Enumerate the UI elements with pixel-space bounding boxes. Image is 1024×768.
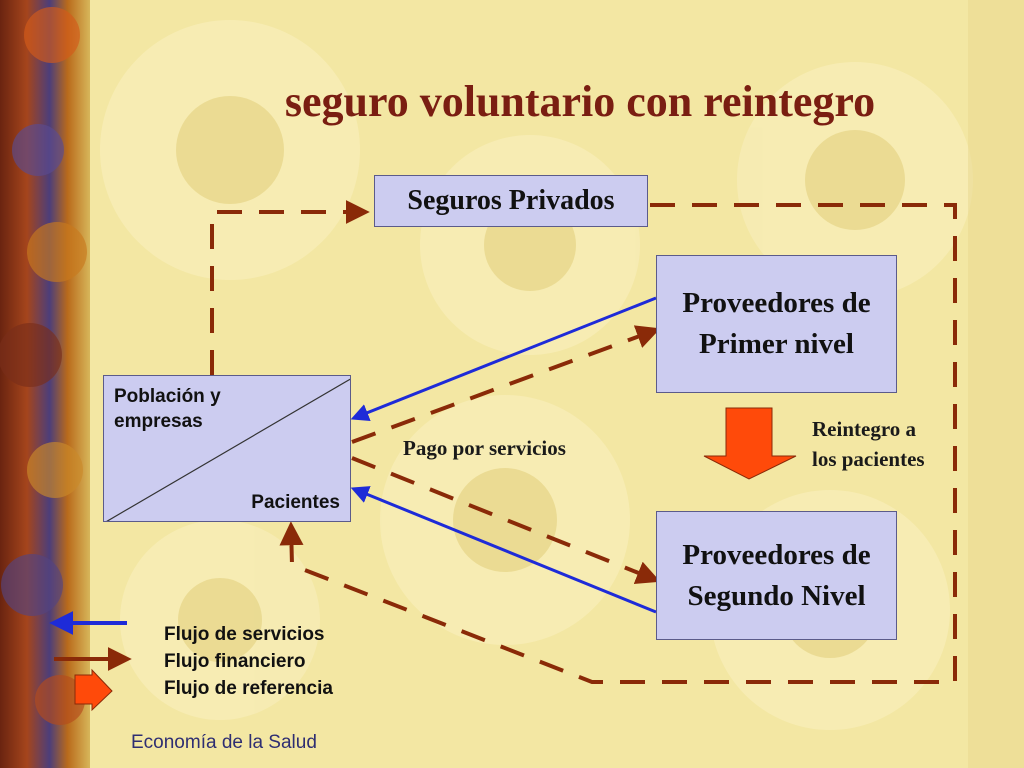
- legend-referencia-label: Flujo de referencia: [164, 678, 333, 699]
- seguros-privados-box: Seguros Privados: [374, 175, 648, 227]
- segundo-nivel-line1: Proveedores de: [682, 538, 871, 571]
- poblacion-label: Población y empresas: [114, 386, 221, 432]
- reintegro-line1: Reintegro a: [812, 417, 917, 441]
- right-strip: [968, 0, 1024, 768]
- primer-nivel-line2: Primer nivel: [699, 328, 854, 360]
- segundo-nivel-line2: Segundo Nivel: [687, 579, 866, 612]
- service-flow-from-segundo-nivel-arrow: [350, 486, 657, 614]
- financial-flow-reintegro-return-arrow: [279, 203, 957, 684]
- reintegro-line2: los pacientes: [812, 447, 925, 471]
- referral-arrow-icon: [703, 407, 797, 480]
- legend-servicios-label: Flujo de servicios: [164, 624, 325, 645]
- primer-nivel-box: Proveedores de Primer nivel: [656, 255, 897, 393]
- footer-text: Economía de la Salud: [131, 732, 317, 753]
- financial-flow-to-segundo-nivel-arrow: [351, 456, 661, 584]
- left-strip-gears: [0, 7, 87, 725]
- poblacion-pacientes-box: Población y empresas Pacientes: [103, 375, 351, 522]
- financial-flow-to-primer-nivel-arrow: [351, 325, 661, 444]
- seguros-privados-label: Seguros Privados: [407, 185, 615, 216]
- reintegro-label: Reintegro a los pacientes: [812, 414, 925, 474]
- service-flow-from-primer-nivel-arrow: [350, 296, 657, 422]
- legend-referral-flow-icon: [74, 668, 113, 712]
- legend-financiero-label: Flujo financiero: [164, 651, 306, 672]
- page-title: seguro voluntario con reintegro: [284, 77, 876, 126]
- poblacion-divider: [106, 378, 350, 521]
- segundo-nivel-box: Proveedores de Segundo Nivel: [656, 511, 897, 640]
- pago-por-servicios-label: Pago por servicios: [403, 436, 566, 460]
- primer-nivel-line1: Proveedores de: [682, 287, 871, 319]
- pacientes-label: Pacientes: [251, 492, 340, 513]
- financial-flow-to-seguros-arrow: [210, 200, 370, 375]
